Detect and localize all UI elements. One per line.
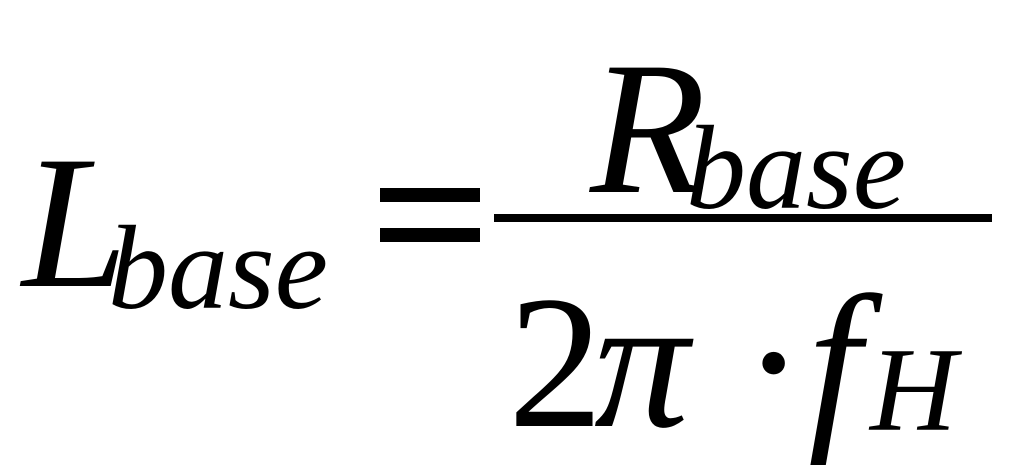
denominator-dot-operator: · — [742, 258, 806, 465]
equals-sign-top-bar — [380, 188, 480, 202]
denominator-subscript: H — [870, 323, 957, 456]
lhs-symbol: L — [22, 118, 128, 328]
equals-sign-bottom-bar — [380, 228, 480, 242]
denominator-symbol: f — [808, 258, 861, 465]
lhs-subscript: base — [108, 201, 328, 334]
denominator-pi: π — [594, 258, 690, 465]
numerator-symbol: R — [590, 24, 707, 234]
numerator-subscript: base — [686, 101, 906, 234]
denominator-coefficient: 2 — [508, 258, 603, 465]
fraction-bar — [494, 214, 992, 222]
